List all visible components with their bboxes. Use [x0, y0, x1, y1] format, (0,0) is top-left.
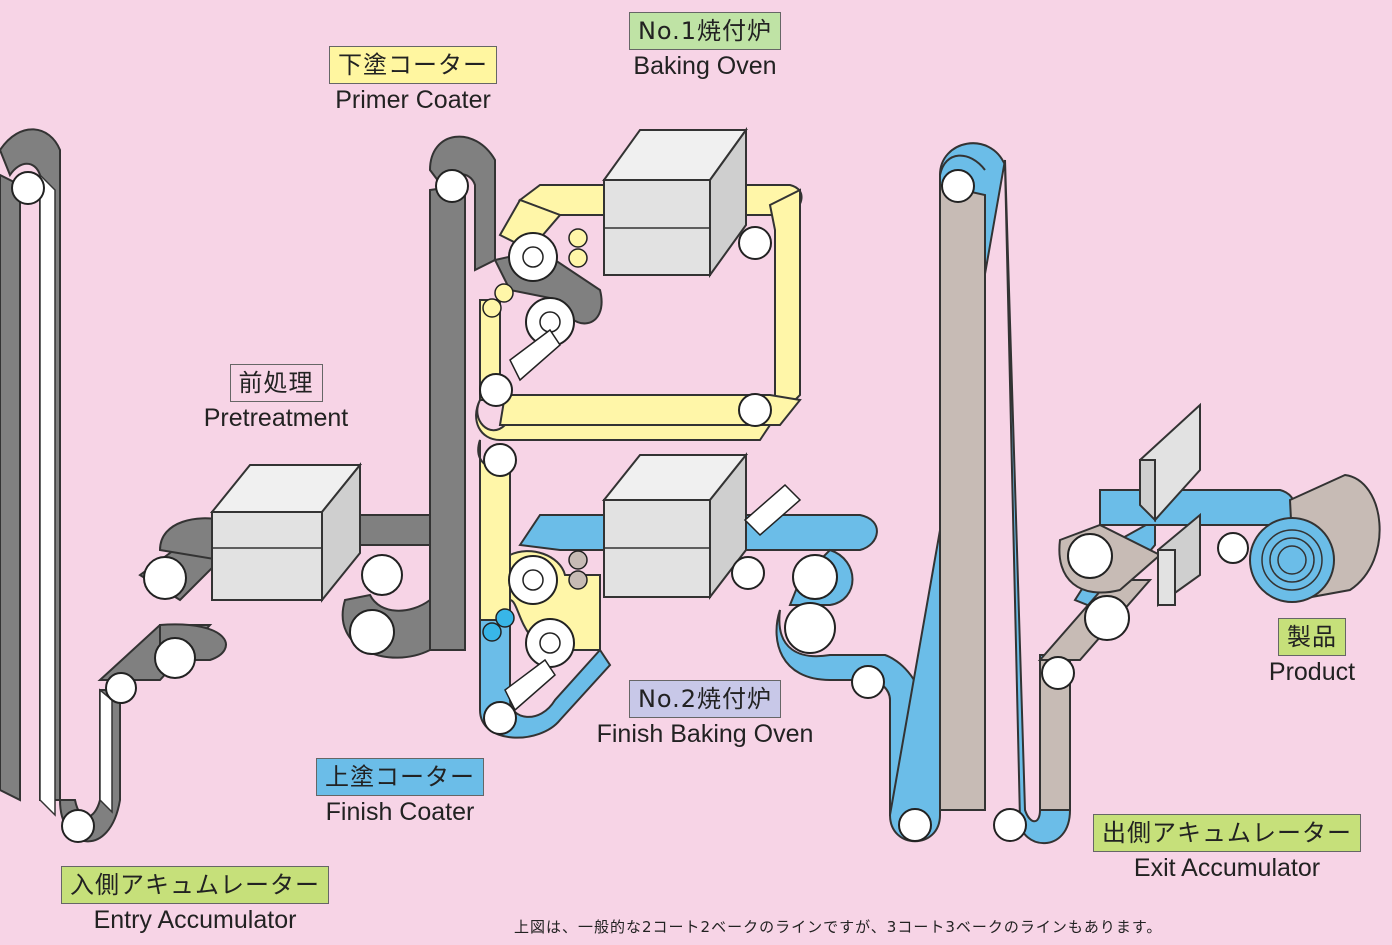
product-jp: 製品 — [1278, 618, 1346, 656]
primer-coater-jp: 下塗コーター — [329, 46, 497, 84]
finish-coater-jp: 上塗コーター — [316, 758, 484, 796]
exit-accumulator-jp: 出側アキュムレーター — [1093, 814, 1361, 852]
primer-coater-label: 下塗コーター Primer Coater — [303, 46, 523, 116]
pretreatment-jp: 前処理 — [229, 364, 323, 402]
primer-coater-rolls — [479, 226, 772, 477]
primer-coater-en: Primer Coater — [335, 86, 491, 114]
baking-oven-en: Baking Oven — [633, 52, 777, 80]
exit-accumulator-strip — [939, 154, 1162, 811]
finish-baking-oven-jp: No.2焼付炉 — [628, 680, 782, 718]
baking-oven-jp: No.1焼付炉 — [628, 12, 782, 50]
pretreatment-en: Pretreatment — [203, 404, 349, 432]
footnote: 上図は、一般的な2コート2ベークのラインですが、3コート3ベークのラインもありま… — [514, 918, 1163, 936]
product-coil — [1249, 473, 1381, 603]
entry-rollers — [11, 169, 469, 843]
exit-accumulator-label: 出側アキュムレーター Exit Accumulator — [1062, 814, 1392, 884]
finish-coater-label: 上塗コーター Finish Coater — [290, 758, 510, 828]
baking-oven-label: No.1焼付炉 Baking Oven — [600, 12, 810, 82]
exit-accumulator-en: Exit Accumulator — [1133, 854, 1321, 882]
finish-coater-rolls — [482, 169, 1249, 842]
product-en: Product — [1268, 658, 1356, 686]
shear-unit — [1138, 402, 1201, 607]
baking-oven-1 — [602, 126, 748, 279]
pretreatment-unit — [209, 462, 363, 603]
finish-baking-oven-en: Finish Baking Oven — [596, 720, 814, 748]
finish-coater-en: Finish Coater — [325, 798, 475, 826]
baking-oven-2 — [601, 452, 749, 600]
finish-baking-oven-label: No.2焼付炉 Finish Baking Oven — [570, 680, 840, 750]
entry-accumulator-jp: 入側アキュムレーター — [61, 866, 329, 904]
entry-accumulator-label: 入側アキュムレーター Entry Accumulator — [30, 866, 360, 936]
pretreatment-label: 前処理 Pretreatment — [176, 364, 376, 434]
product-label: 製品 Product — [1252, 618, 1372, 688]
entry-accumulator-en: Entry Accumulator — [93, 906, 297, 934]
